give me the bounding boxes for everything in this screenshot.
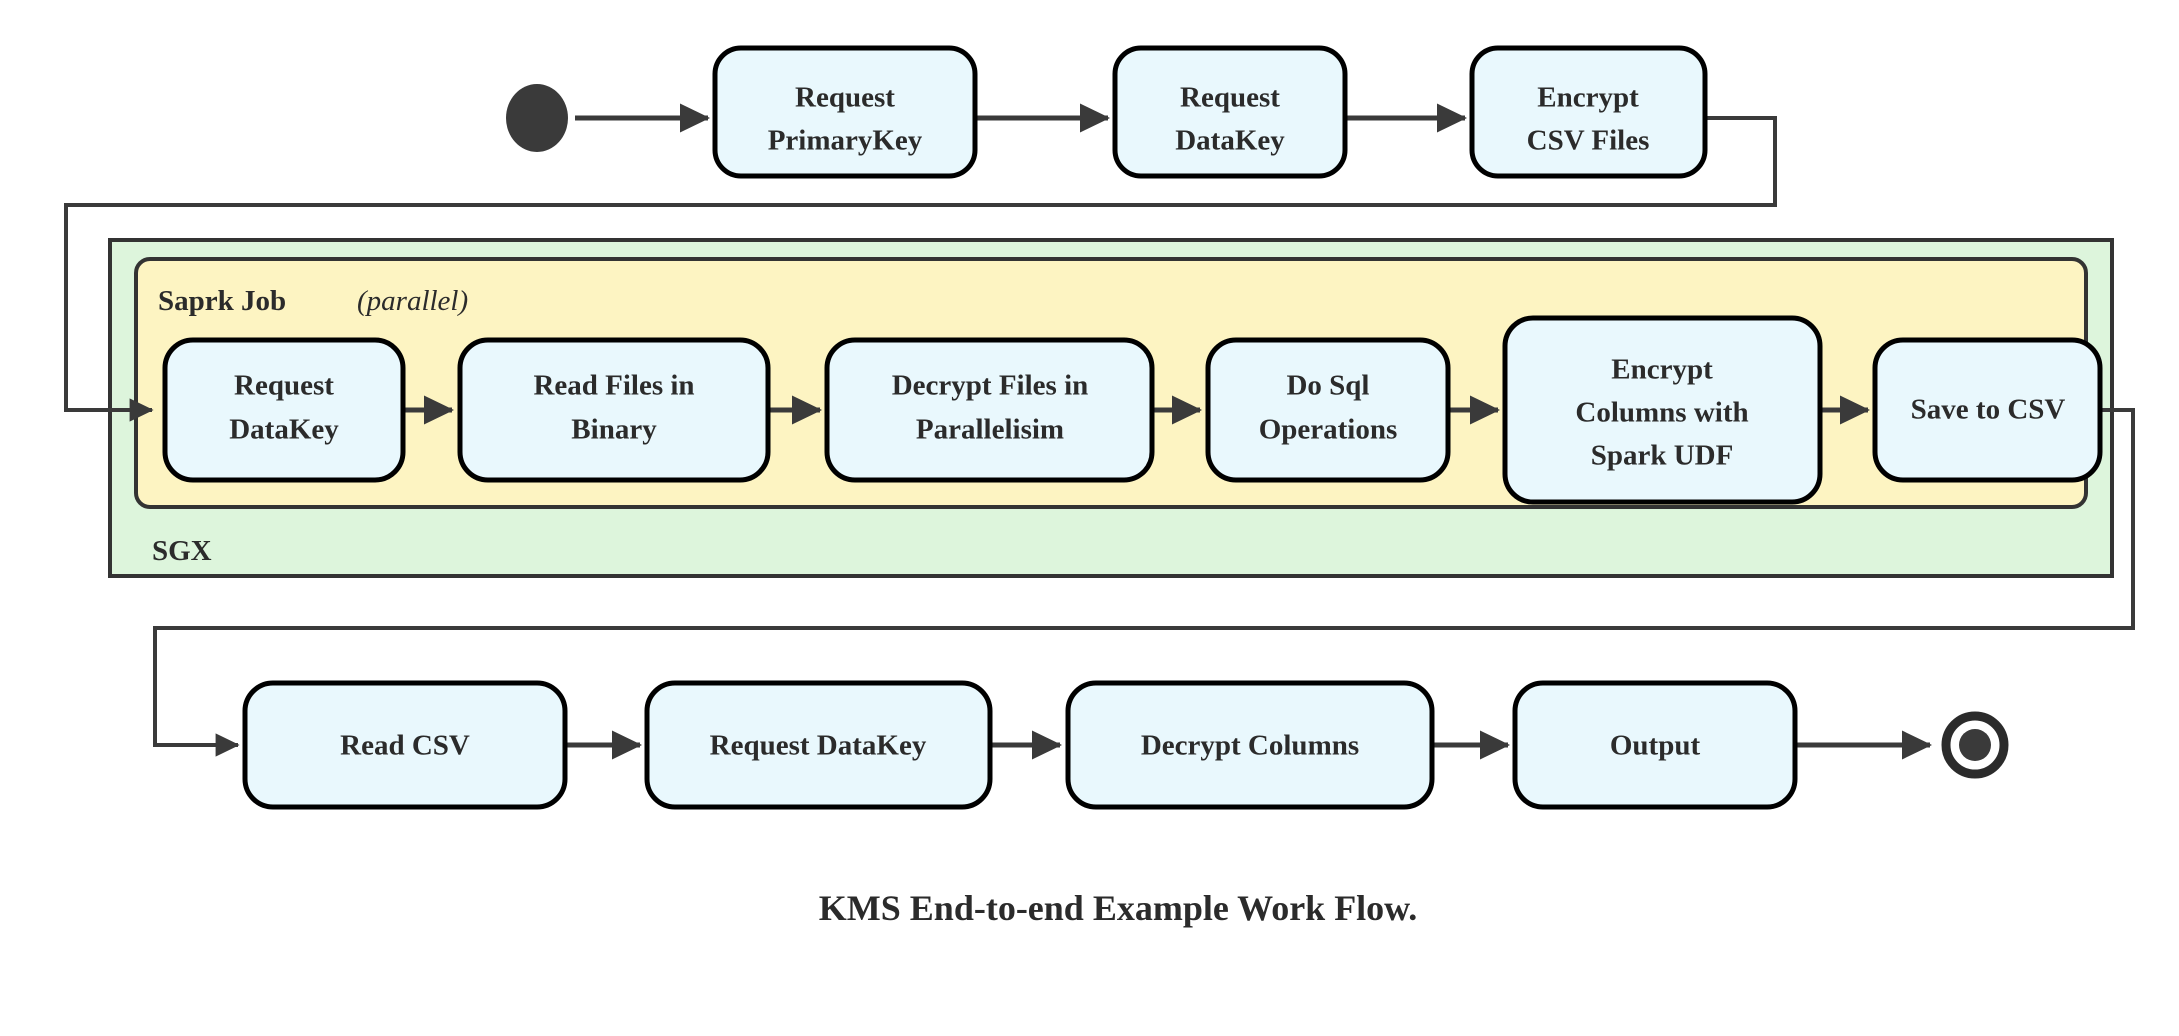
request-primarykey-label-line1: Request [795,82,895,114]
encrypt-csv-files-label-line1: Encrypt [1537,82,1639,114]
request-primarykey-label-line2: PrimaryKey [768,125,923,157]
request-datakey-spark-box[interactable] [162,337,406,483]
sgx-container-label: SGX [152,535,212,567]
request-datakey-top-box[interactable] [1112,45,1348,179]
node-encrypt-csv-files[interactable]: Encrypt CSV Files [1469,45,1708,179]
start-node [506,84,568,152]
spark-job-parallel-label: (parallel) [357,285,468,317]
encrypt-columns-label-line1: Encrypt [1611,354,1713,386]
decrypt-columns-box[interactable] [1065,680,1435,810]
decrypt-columns-label: Decrypt Columns [1141,730,1359,762]
node-decrypt-files-in-parallelisim[interactable]: Decrypt Files in Parallelisim [824,337,1155,483]
do-sql-operations-box[interactable] [1205,337,1451,483]
node-encrypt-columns-with-spark-udf[interactable]: Encrypt Columns with Spark UDF [1502,315,1823,505]
encrypt-csv-files-label-line2: CSV Files [1527,125,1650,157]
request-primarykey-box[interactable] [712,45,978,179]
do-sql-operations-label-line2: Operations [1259,414,1398,446]
request-datakey-top-label-line2: DataKey [1175,125,1285,157]
do-sql-operations-label-line1: Do Sql [1286,370,1369,402]
read-files-in-binary-label-line2: Binary [571,414,657,446]
node-request-datakey-bottom[interactable]: Request DataKey [644,680,993,810]
start-node-circle [506,84,568,152]
diagram-caption: KMS End-to-end Example Work Flow. [819,888,1417,928]
encrypt-columns-label-line2: Columns with [1575,397,1748,429]
end-node-dot [1959,729,1991,761]
node-output[interactable]: Output [1512,680,1798,810]
decrypt-files-in-parallelisim-label-line2: Parallelisim [916,414,1064,446]
request-datakey-top-label-line1: Request [1180,82,1280,114]
save-to-csv-label: Save to CSV [1911,394,2066,426]
node-save-to-csv[interactable]: Save to CSV [1872,337,2103,483]
node-request-primarykey[interactable]: Request PrimaryKey [712,45,978,179]
output-label: Output [1610,730,1701,762]
node-read-csv[interactable]: Read CSV [242,680,568,810]
node-request-datakey-spark[interactable]: Request DataKey [162,337,406,483]
node-decrypt-columns[interactable]: Decrypt Columns [1065,680,1435,810]
decrypt-files-in-parallelisim-box[interactable] [824,337,1155,483]
request-datakey-spark-label-line2: DataKey [229,414,339,446]
node-do-sql-operations[interactable]: Do Sql Operations [1205,337,1451,483]
request-datakey-bottom-box[interactable] [644,680,993,810]
request-datakey-bottom-label: Request DataKey [710,730,927,762]
encrypt-columns-label-line3: Spark UDF [1591,440,1734,472]
read-csv-label: Read CSV [340,730,470,762]
edge-save-csv-to-read-csv [153,408,2135,757]
node-read-files-in-binary[interactable]: Read Files in Binary [457,337,771,483]
node-request-datakey-top[interactable]: Request DataKey [1112,45,1348,179]
end-node [1941,711,2009,779]
read-files-in-binary-label-line1: Read Files in [533,370,694,402]
request-datakey-spark-label-line1: Request [234,370,334,402]
decrypt-files-in-parallelisim-label-line1: Decrypt Files in [892,370,1089,402]
encrypt-columns-with-spark-udf-box[interactable] [1502,315,1823,505]
output-box[interactable] [1512,680,1798,810]
edge-encrypt-csv-to-spark-datakey [64,116,1777,422]
spark-job-container-label: Saprk Job [158,285,286,317]
save-to-csv-box[interactable] [1872,337,2103,483]
end-node-ring [1941,711,2009,779]
read-csv-box[interactable] [242,680,568,810]
encrypt-csv-files-box[interactable] [1469,45,1708,179]
read-files-in-binary-box[interactable] [457,337,771,483]
